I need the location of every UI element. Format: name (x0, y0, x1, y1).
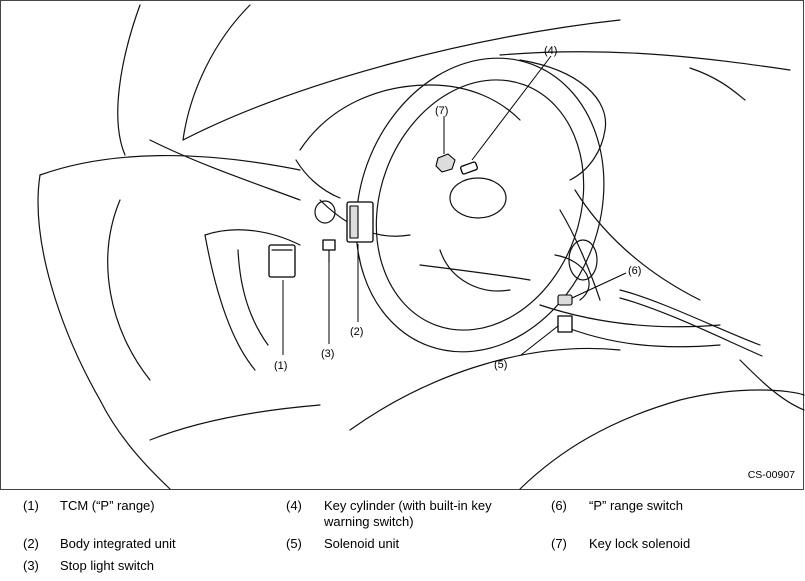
steering-wheel-inner (375, 79, 585, 331)
figure-code: CS-00907 (748, 469, 795, 481)
legend-num-5: (5) (286, 536, 302, 551)
legend-num-6: (6) (551, 498, 567, 513)
vent-edge (237, 249, 269, 346)
p-range-switch (557, 294, 573, 306)
center-dash (519, 59, 607, 181)
shift-knob (568, 239, 598, 281)
a-pillar-outer (117, 4, 141, 156)
legend-text-2: Body integrated unit (60, 536, 176, 551)
dash-edge (149, 139, 301, 201)
legend: (1) TCM (“P” range) (2) Body integrated … (0, 490, 805, 581)
legend-text-5: Solenoid unit (324, 536, 400, 551)
body-unit-connector (349, 205, 359, 239)
dash-top-right (499, 51, 791, 71)
key-lock-solenoid (435, 153, 456, 173)
leader-6 (571, 272, 627, 299)
legend-num-2: (2) (23, 536, 39, 551)
seat-cushion (349, 347, 621, 431)
cluster-lower (295, 159, 341, 199)
legend-text-6: “P” range switch (589, 498, 683, 513)
seat-back (739, 359, 805, 411)
dash-vent-right (689, 67, 746, 101)
lower-panel-left (204, 234, 256, 371)
windshield-base (182, 19, 621, 141)
horn-pad (449, 177, 507, 219)
callout-1: (1) (274, 360, 287, 372)
door-trim (107, 199, 151, 381)
door-edge (37, 174, 171, 490)
console-lower (559, 324, 721, 348)
wheel-lower-panel (419, 264, 531, 281)
column-knob (314, 200, 336, 224)
leader-5 (520, 325, 559, 356)
legend-text-3: Stop light switch (60, 558, 154, 573)
legend-num-4: (4) (286, 498, 302, 513)
handbrake-lever (619, 289, 761, 346)
legend-text-4: Key cylinder (with built-in key warning … (324, 498, 492, 529)
legend-num-1: (1) (23, 498, 39, 513)
callout-6: (6) (628, 265, 641, 277)
a-pillar-inner (182, 4, 251, 141)
callout-2: (2) (350, 326, 363, 338)
tcm-unit (268, 244, 296, 278)
cluster-hood (299, 84, 521, 151)
figure-frame (0, 0, 804, 490)
lower-panel-top (204, 229, 301, 246)
dashboard-illustration: (1) (2) (3) (4) (5) (6) (7) CS-00907 (0, 0, 805, 490)
console-top (574, 189, 701, 301)
legend-text-7: Key lock solenoid (589, 536, 691, 551)
seat-side (519, 389, 805, 490)
shift-lever-shaft (559, 209, 601, 301)
key-cylinder (460, 161, 478, 175)
callout-7: (7) (435, 105, 448, 117)
callout-5: (5) (494, 359, 507, 371)
callout-4: (4) (544, 45, 557, 57)
legend-num-3: (3) (23, 558, 39, 573)
legend-num-7: (7) (551, 536, 567, 551)
leader-4 (471, 55, 552, 161)
floor-edge (149, 404, 321, 441)
stop-light-switch (322, 239, 336, 251)
solenoid-unit (557, 315, 573, 333)
console-bezel (539, 304, 721, 328)
callout-3: (3) (321, 348, 334, 360)
legend-text-1: TCM (“P” range) (60, 498, 155, 513)
wheel-spoke-bottom (439, 249, 511, 292)
handbrake-lever-lower (619, 297, 763, 357)
column-shroud-right (554, 254, 590, 301)
dash-top-left (39, 154, 301, 176)
component-location-diagram: (1) (2) (3) (4) (5) (6) (7) CS-00907 (0, 0, 805, 490)
